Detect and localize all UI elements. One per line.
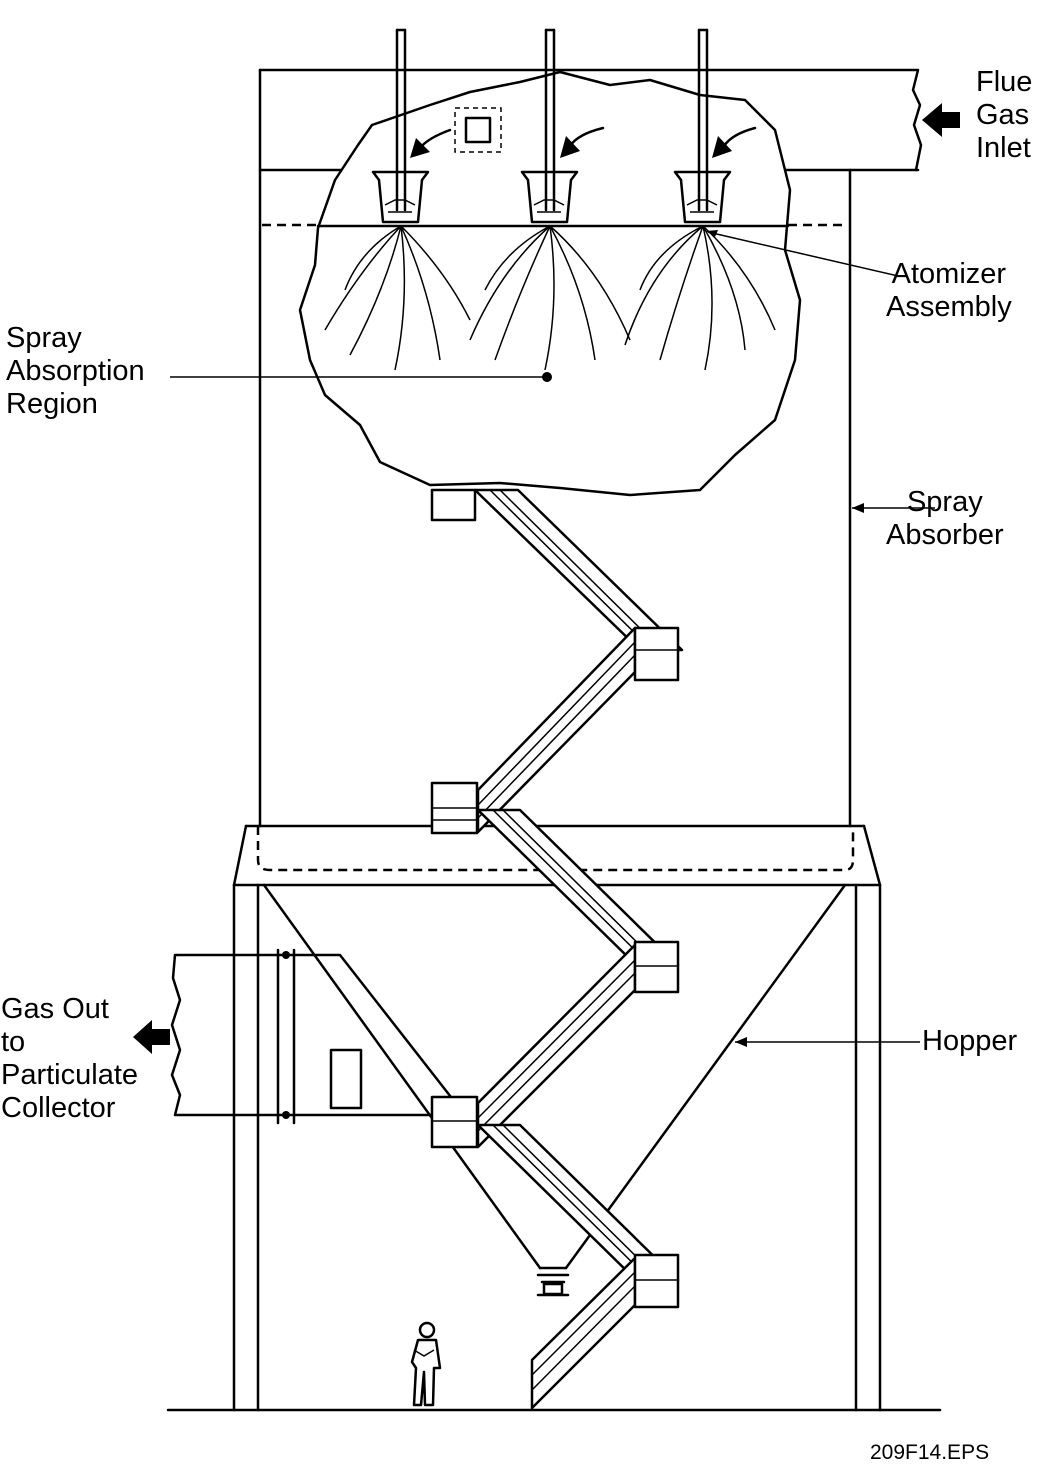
label-line: Particulate: [1, 1059, 139, 1091]
label-line: Spray: [906, 486, 983, 518]
figure-file-id: 209F14.EPS: [870, 1441, 990, 1464]
label-line: Atomizer: [891, 258, 1007, 290]
label-line: Gas: [976, 99, 1030, 131]
label-line: to: [1, 1026, 26, 1058]
leader-lines: [170, 230, 935, 1047]
spray-absorber-label: Spray Absorber: [886, 486, 1004, 552]
atomizer-2: [469, 28, 631, 371]
arrow-left-icon: [922, 103, 960, 137]
flue-gas-inlet-duct: [258, 68, 923, 172]
label-line: Assembly: [886, 291, 1012, 323]
inspection-door: [329, 1048, 363, 1110]
absorber-shell: [258, 68, 920, 828]
stairway: [430, 488, 684, 1410]
support-legs: [232, 883, 882, 1412]
atomizer-1: [324, 28, 471, 371]
label-line: Absorber: [886, 519, 1004, 551]
atomizer-assembly-label: Atomizer Assembly: [886, 258, 1012, 324]
spray-absorption-region-outline: [298, 70, 802, 497]
access-hatch: [454, 107, 502, 153]
label-line: Collector: [1, 1092, 116, 1124]
atomizer-3: [624, 28, 776, 371]
label-line: Inlet: [976, 132, 1031, 164]
spray-absorption-region-label: Spray Absorption Region: [6, 322, 145, 421]
label-line: Hopper: [922, 1025, 1018, 1057]
label-line: Flue: [976, 66, 1033, 98]
arrow-left-icon: [133, 1020, 170, 1054]
gas-out-label: Gas Out to Particulate Collector: [1, 993, 138, 1125]
label-line: Gas Out: [1, 993, 109, 1025]
flue-gas-inlet-label: Flue Gas Inlet: [976, 66, 1032, 165]
hopper-label: Hopper: [922, 1025, 1017, 1058]
gas-outlet-duct: [170, 948, 467, 1125]
gas-flow-arrows: [410, 126, 757, 158]
label-line: Absorption: [6, 355, 145, 387]
label-line: Spray: [6, 322, 82, 354]
label-line: Region: [6, 388, 98, 420]
hopper: [262, 883, 847, 1297]
person-icon: [410, 1321, 442, 1407]
